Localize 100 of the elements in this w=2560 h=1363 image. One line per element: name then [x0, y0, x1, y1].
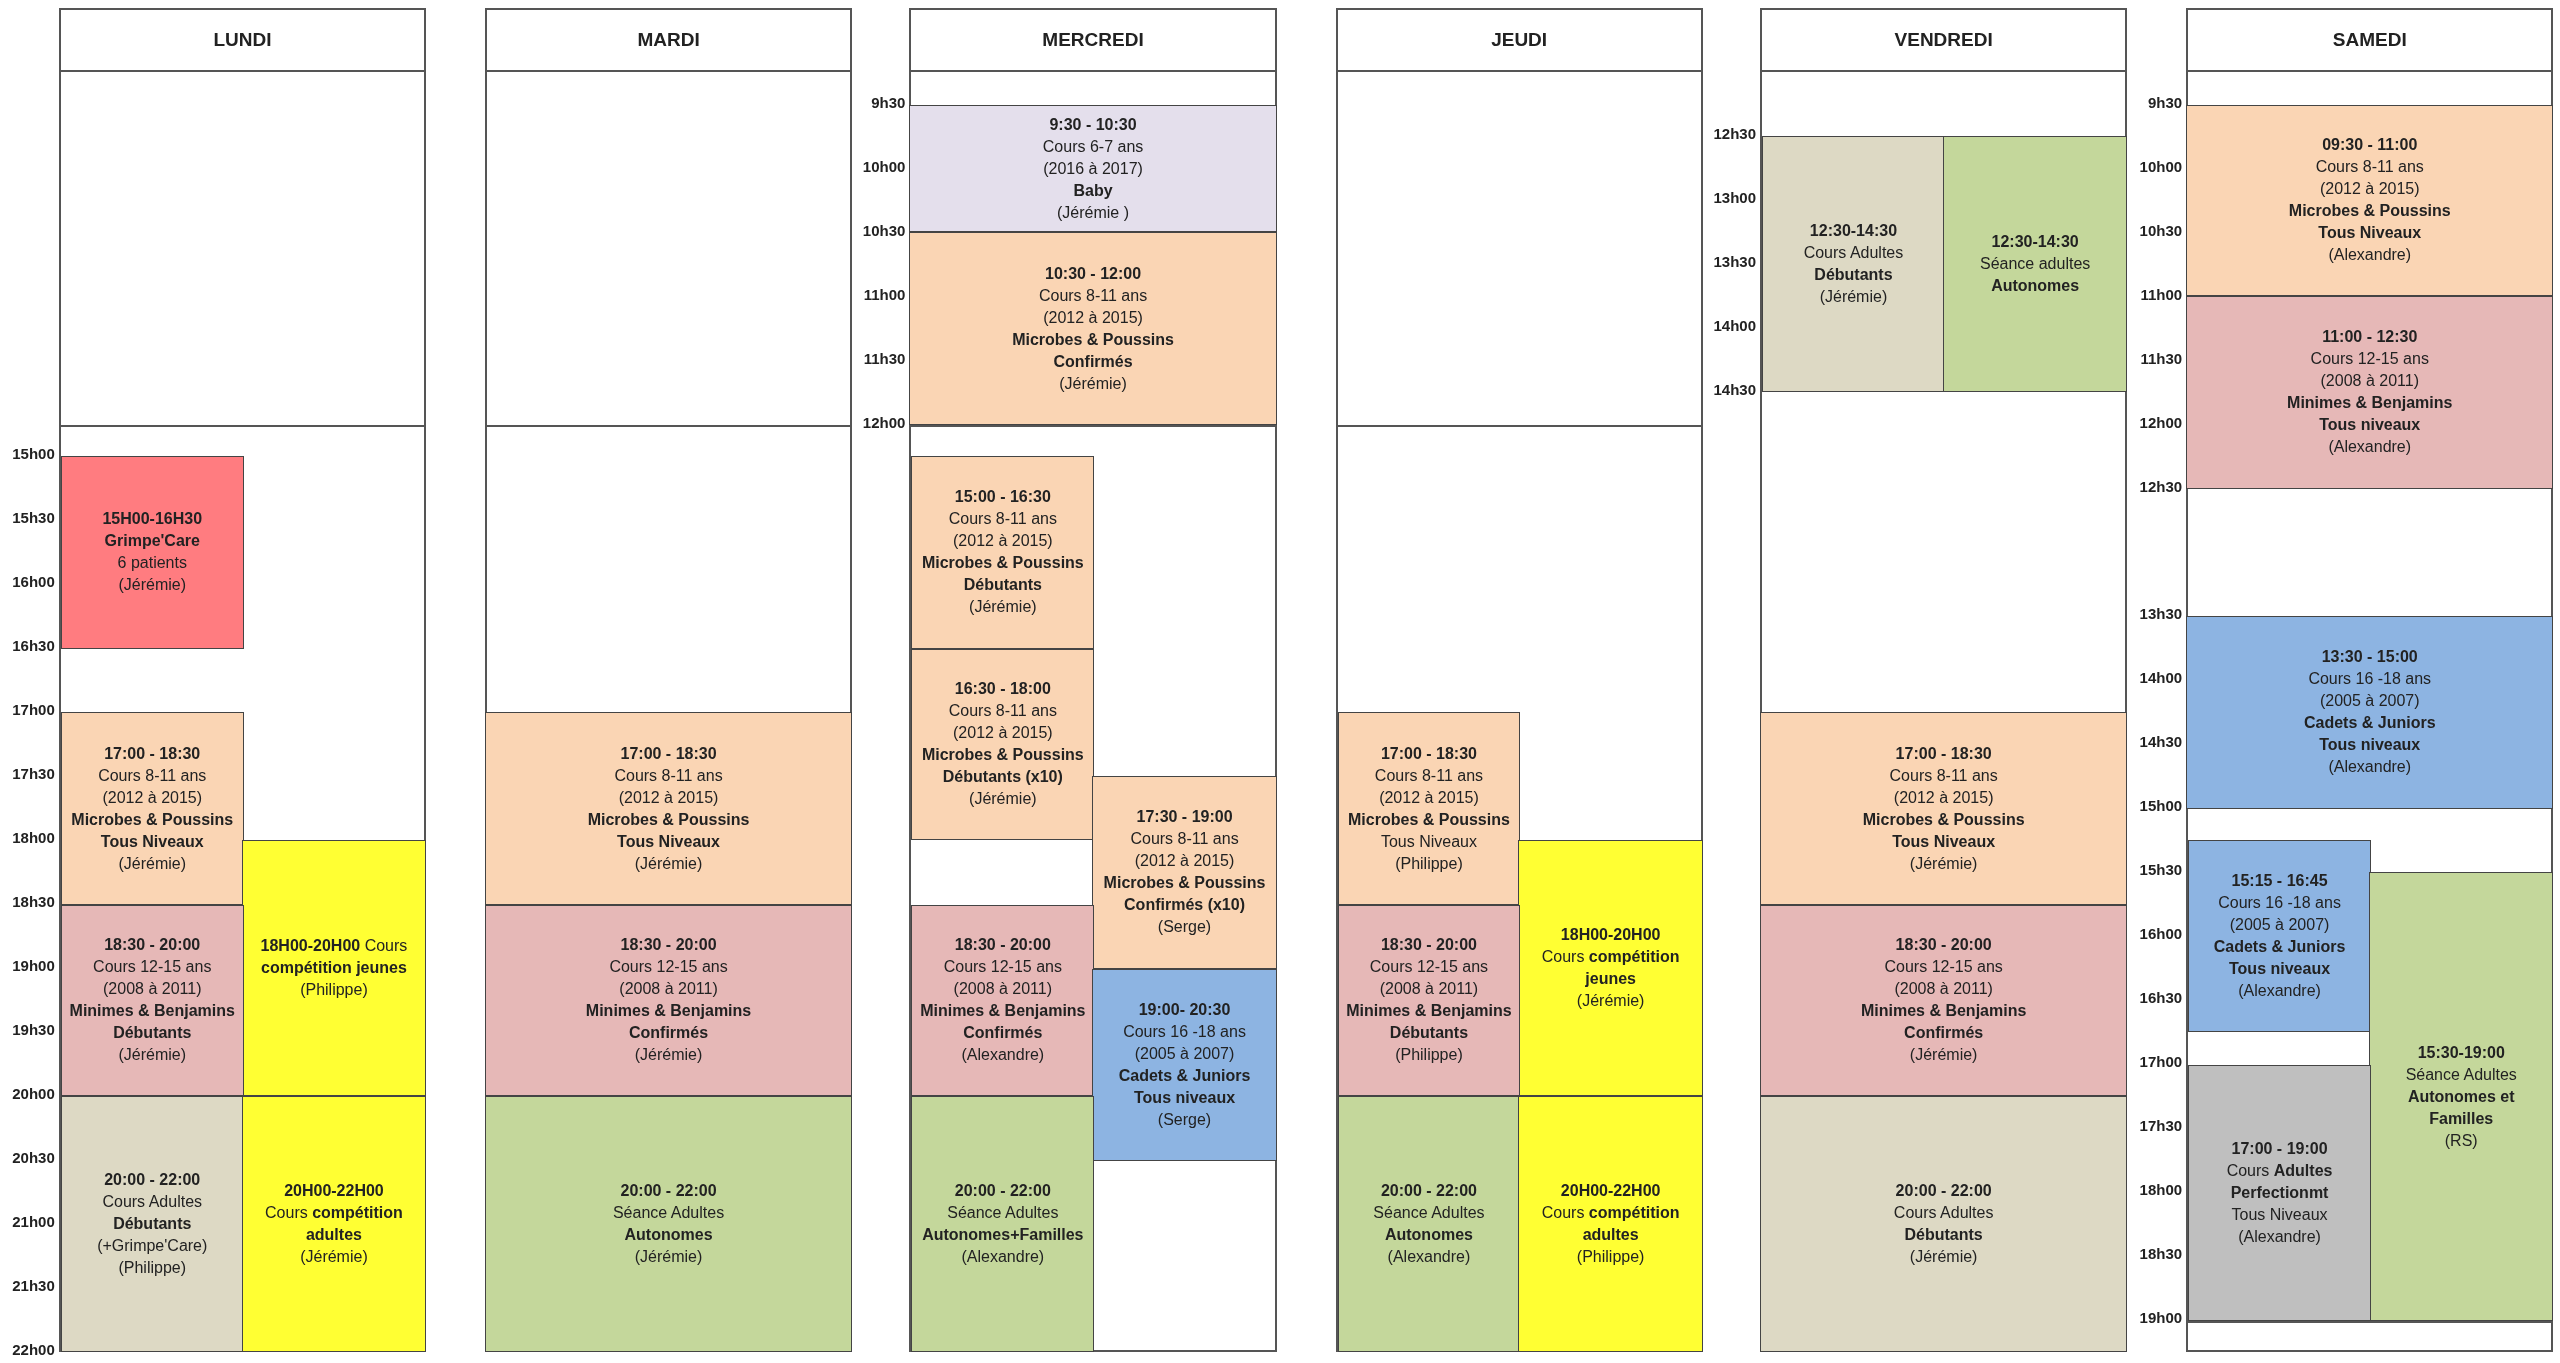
session-time: 20:00 - 22:00: [620, 1181, 717, 1201]
session-block: [1092, 968, 1277, 1162]
session-block: [2188, 1064, 2371, 1322]
session-detail: Cours 12-15 ans: [609, 957, 728, 978]
session-detail: Cours 8-11 ans: [1038, 285, 1148, 306]
session-detail: Confirmés: [1904, 1023, 1984, 1044]
session-detail: (Jérémie): [1059, 373, 1127, 394]
time-label: 16h30: [11, 636, 55, 654]
session-detail: Tous niveaux: [1134, 1087, 1236, 1108]
session-time: 20:00 - 22:00: [104, 1170, 201, 1190]
session-block: [241, 1095, 427, 1353]
session-block: [911, 1095, 1095, 1353]
session-block: [60, 712, 244, 905]
day-heading: VENDREDI: [1894, 29, 1993, 52]
day-column: [909, 8, 1277, 1352]
session-time: 12:30-14:30: [1809, 221, 1898, 241]
session-block: [1760, 904, 2128, 1096]
session-detail: Confirmés (x10): [1124, 895, 1245, 916]
session-detail: Cours 8-11 ans: [2315, 157, 2424, 178]
time-label: 16h30: [2138, 988, 2183, 1006]
session-time: 17:00 - 18:30: [104, 743, 201, 764]
session-time: 18:30 - 20:00: [954, 935, 1051, 956]
session-detail: (2008 à 2011): [103, 979, 202, 1000]
session-time: 17:00 - 18:30: [1380, 743, 1477, 764]
session-time: 13:30 - 15:00: [2321, 647, 2418, 668]
session-detail: (Jérémie): [1909, 853, 1978, 874]
session-detail: Cours Adultes: [1803, 243, 1904, 263]
session-detail: Cours 16 -18 ans: [2218, 892, 2341, 913]
session-time: 17:00 - 18:30: [1895, 743, 1992, 764]
session-detail: (Serge): [1157, 1109, 1212, 1130]
time-label: 13h30: [1712, 252, 1756, 270]
session-detail: Cours Adultes: [102, 1192, 203, 1212]
session-detail: Microbes & Poussins: [2288, 201, 2451, 222]
session-detail: (Jérémie): [1909, 1247, 1978, 1267]
session-detail: (2012 à 2015): [1893, 787, 1994, 808]
session-detail: (Jérémie): [634, 853, 703, 874]
session-detail: Tous niveaux: [2319, 735, 2421, 756]
session-detail: Minimes & Benjamins: [69, 1001, 235, 1022]
session-time: 10:30 - 12:00: [1045, 263, 1142, 284]
time-label: 14h00: [2138, 668, 2183, 686]
session-detail: Cours compétition adultes: [1540, 1203, 1681, 1245]
time-label: 15h30: [11, 508, 55, 526]
time-label: 9h30: [870, 93, 906, 111]
session-time: 18:30 - 20:00: [104, 935, 201, 956]
session-detail: Autonomes et Familles: [2406, 1086, 2516, 1129]
session-detail: Débutants: [113, 1214, 192, 1234]
session-detail: Confirmés: [628, 1023, 709, 1044]
time-label: 12h00: [2138, 413, 2183, 431]
session-detail: (Alexandre): [1387, 1247, 1471, 1267]
session-block: [241, 839, 427, 1096]
session-detail: Cours 8-11 ans: [98, 765, 207, 786]
session-block: [911, 904, 1095, 1096]
session-detail: Cours 6-7 ans: [1042, 136, 1144, 157]
session-detail: (+Grimpe'Care): [97, 1236, 208, 1256]
session-time: 18H00-20H00: [1560, 924, 1661, 945]
day-column: [58, 8, 427, 1352]
session-detail: Débutants: [1389, 1023, 1469, 1044]
session-detail: Autonomes: [1384, 1225, 1473, 1245]
session-detail: (2005 à 2007): [2229, 914, 2330, 935]
session-detail: (2012 à 2015): [953, 723, 1053, 744]
session-detail: Cours 12-15 ans: [943, 957, 1062, 978]
session-time: 17:00 - 19:00: [2231, 1139, 2328, 1159]
session-detail: (Philippe): [1395, 853, 1463, 874]
session-detail: Autonomes+Familles: [922, 1225, 1084, 1245]
session-detail: (Philippe): [1576, 1247, 1645, 1267]
session-detail: Séance Adultes: [2405, 1064, 2517, 1085]
session-detail: Cours Adultes: [1893, 1203, 1994, 1223]
session-detail: (2008 à 2011): [953, 979, 1053, 1000]
day-heading: SAMEDI: [2332, 29, 2407, 52]
session-detail: Autonomes: [1991, 276, 2080, 296]
time-label: 20h00: [11, 1084, 55, 1102]
session-detail: Tous Niveaux: [1380, 831, 1477, 852]
session-detail: Tous Niveaux: [1892, 831, 1996, 852]
session-detail: Séance adultes: [1980, 254, 2091, 274]
session-detail: Cours 8-11 ans: [1374, 765, 1484, 786]
session-detail: (Jérémie): [1819, 287, 1888, 307]
session-time: 17:00 - 18:30: [620, 743, 717, 764]
session-block: [1762, 135, 1945, 393]
time-label: 10h30: [2138, 221, 2183, 239]
session-detail: Cours 8-11 ans: [948, 701, 1057, 722]
time-label: 15h30: [2138, 860, 2183, 878]
time-label: 16h00: [11, 572, 55, 590]
day-heading: LUNDI: [213, 29, 272, 52]
session-detail: (2005 à 2007): [2319, 691, 2420, 712]
day-heading: MERCREDI: [1042, 29, 1144, 52]
session-detail: Cadets & Juniors: [2213, 936, 2346, 957]
session-time: 15:15 - 16:45: [2231, 870, 2328, 891]
time-label: 11h00: [2139, 285, 2183, 303]
session-detail: Cadets & Juniors: [2303, 713, 2436, 734]
session-block: [911, 648, 1095, 840]
session-detail: (2016 à 2017): [1043, 158, 1143, 179]
time-label: 18h30: [2138, 1244, 2183, 1262]
session-time: 18:30 - 20:00: [1380, 935, 1477, 956]
time-label: 11h30: [862, 349, 906, 367]
session-time: 18:30 - 20:00: [1895, 935, 1992, 956]
session-detail: (2008 à 2011): [1379, 979, 1479, 1000]
session-detail: Baby: [1073, 180, 1113, 201]
session-block: [2186, 104, 2554, 296]
time-label: 9h30: [2146, 93, 2183, 111]
time-label: 10h00: [861, 157, 906, 175]
